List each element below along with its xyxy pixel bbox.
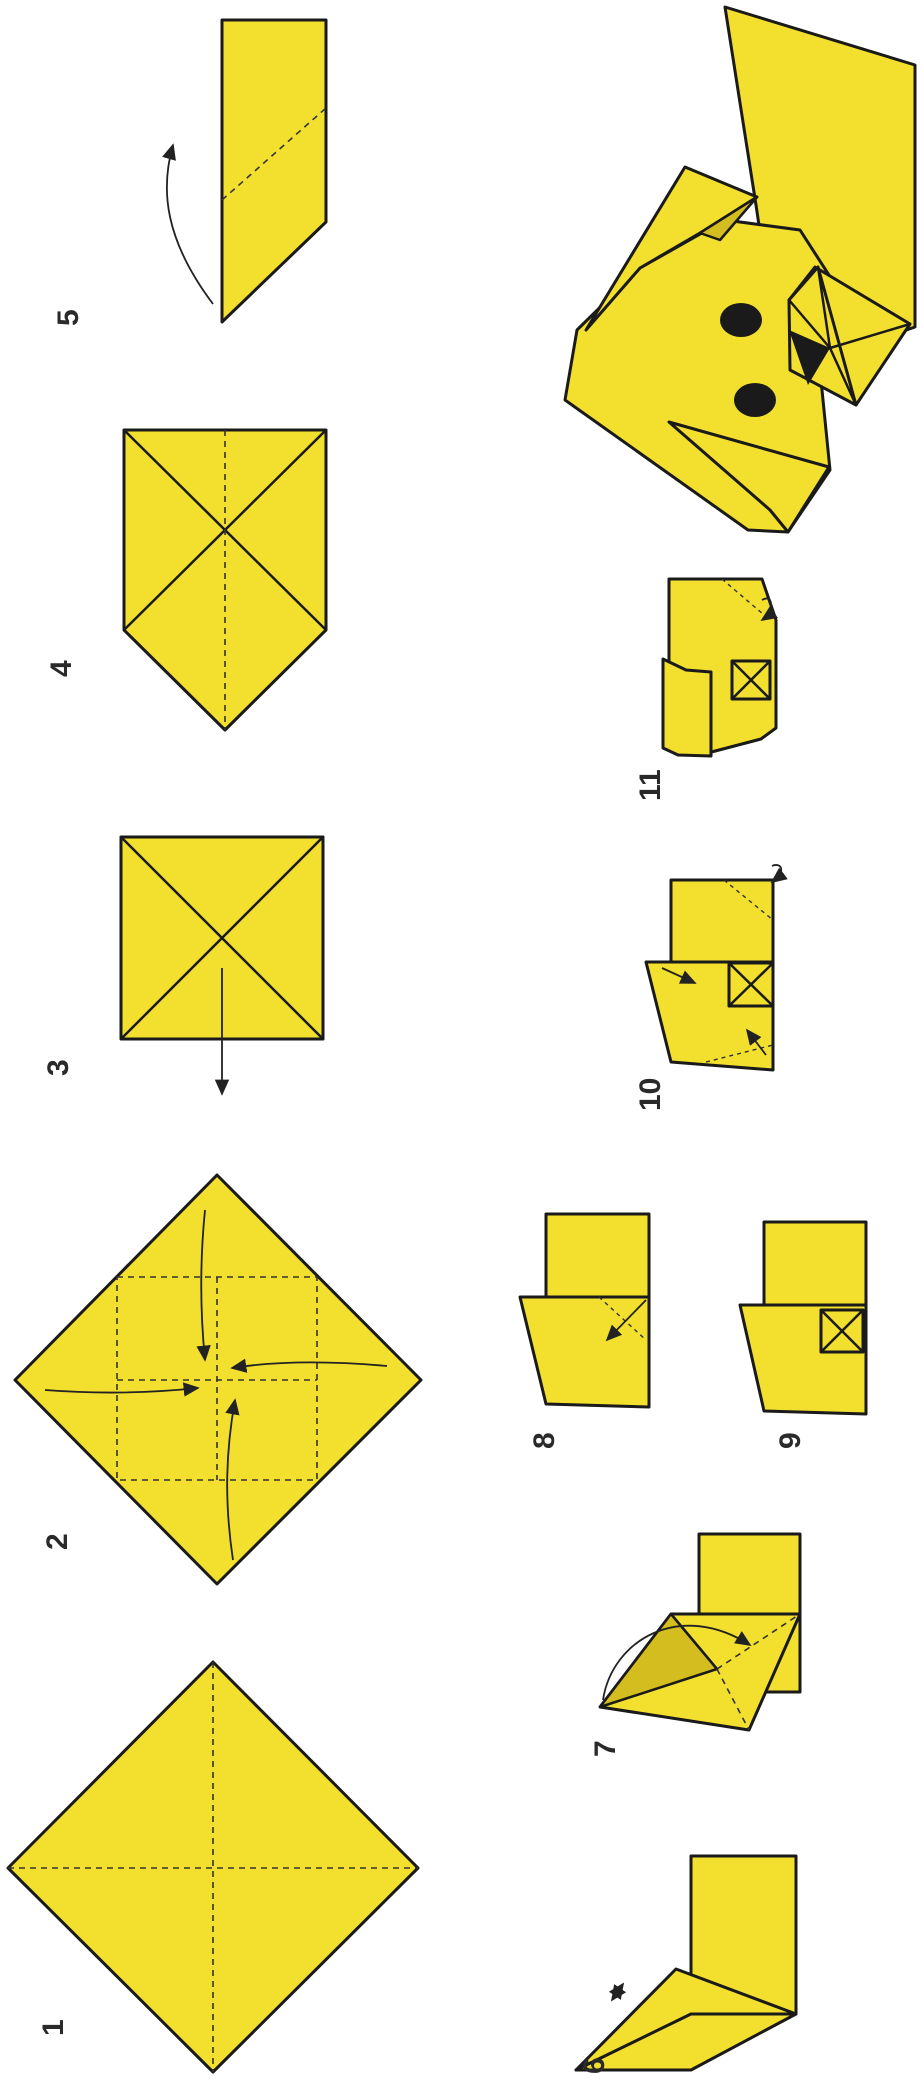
step-11-diagram bbox=[663, 579, 776, 756]
step-label-5: 5 bbox=[52, 309, 85, 326]
step-label-9: 9 bbox=[774, 1432, 807, 1449]
step-5-diagram bbox=[167, 20, 326, 322]
step-9-diagram bbox=[740, 1222, 866, 1414]
step-label-10: 10 bbox=[634, 1078, 667, 1111]
final-dog-diagram bbox=[565, 7, 915, 532]
step-label-8: 8 bbox=[528, 1432, 561, 1449]
step-2-diagram bbox=[15, 1175, 421, 1584]
step-4-diagram bbox=[124, 430, 326, 730]
step-1-diagram bbox=[8, 1662, 418, 2072]
step-6-diagram bbox=[576, 1856, 796, 2070]
step-label-11: 11 bbox=[634, 769, 667, 801]
step-label-7: 7 bbox=[589, 1740, 622, 1757]
step-label-3: 3 bbox=[42, 1059, 75, 1076]
step-label-4: 4 bbox=[45, 660, 78, 677]
step-10-diagram bbox=[646, 865, 781, 1070]
step-label-6: 6 bbox=[578, 2057, 611, 2074]
step-label-1: 1 bbox=[37, 2019, 70, 2036]
step-label-2: 2 bbox=[41, 1533, 74, 1550]
step-3-diagram bbox=[121, 837, 323, 1094]
step-7-diagram bbox=[600, 1534, 800, 1730]
right-eye bbox=[734, 383, 776, 417]
step-8-diagram bbox=[520, 1214, 649, 1407]
left-eye bbox=[720, 303, 762, 337]
